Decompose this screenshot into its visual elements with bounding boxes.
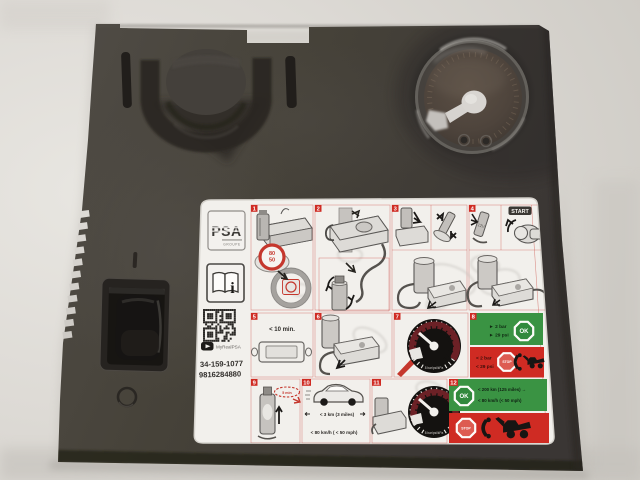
svg-text:GROUPE: GROUPE xyxy=(223,243,240,247)
svg-text:9: 9 xyxy=(253,380,257,386)
svg-text:8: 8 xyxy=(472,314,476,320)
svg-text:4: 4 xyxy=(471,206,475,212)
svg-text:11: 11 xyxy=(373,380,380,386)
svg-text:7: 7 xyxy=(396,314,399,320)
svg-text:8 bar/psi/kPa: 8 bar/psi/kPa xyxy=(425,366,444,370)
svg-text:< 29 psi: < 29 psi xyxy=(476,364,494,370)
svg-text:2: 2 xyxy=(317,206,320,212)
svg-text:OK: OK xyxy=(520,329,530,335)
svg-text:i: i xyxy=(230,280,235,297)
svg-text:MyRealPSA: MyRealPSA xyxy=(216,345,242,350)
svg-text:9816284880: 9816284880 xyxy=(199,369,241,379)
svg-text:► 2 bar: ► 2 bar xyxy=(489,324,507,330)
svg-text:1: 1 xyxy=(253,206,257,212)
svg-text:STOP: STOP xyxy=(502,360,512,364)
svg-text:34-159-1077: 34-159-1077 xyxy=(200,359,243,369)
svg-text:80: 80 xyxy=(269,251,275,257)
svg-text:< 10 min.: < 10 min. xyxy=(269,327,295,333)
svg-text:STOP: STOP xyxy=(461,426,471,430)
svg-text:< 3 km (3 miles): < 3 km (3 miles) xyxy=(320,412,355,417)
svg-text:< 80 km/h ( < 50 mph): < 80 km/h ( < 50 mph) xyxy=(311,430,358,435)
svg-text:START: START xyxy=(511,209,529,215)
svg-text:6: 6 xyxy=(317,314,321,320)
svg-text:5 min: 5 min xyxy=(282,391,291,395)
svg-text:► 29 psi: ► 29 psi xyxy=(489,333,509,339)
svg-text:5: 5 xyxy=(253,314,257,320)
svg-text:< 2 bar: < 2 bar xyxy=(476,356,492,362)
svg-text:12V: 12V xyxy=(477,222,486,229)
svg-text:12: 12 xyxy=(450,380,456,386)
svg-text:< 80 km/h (< 50 mph): < 80 km/h (< 50 mph) xyxy=(478,398,522,403)
svg-text:< 200 km (125 miles) →: < 200 km (125 miles) → xyxy=(478,387,526,392)
svg-text:3: 3 xyxy=(394,206,398,212)
svg-text:10: 10 xyxy=(303,380,309,386)
svg-text:50: 50 xyxy=(269,258,275,264)
svg-text:8 bar/psi/kPa: 8 bar/psi/kPa xyxy=(425,431,444,435)
svg-text:OK: OK xyxy=(460,394,470,400)
